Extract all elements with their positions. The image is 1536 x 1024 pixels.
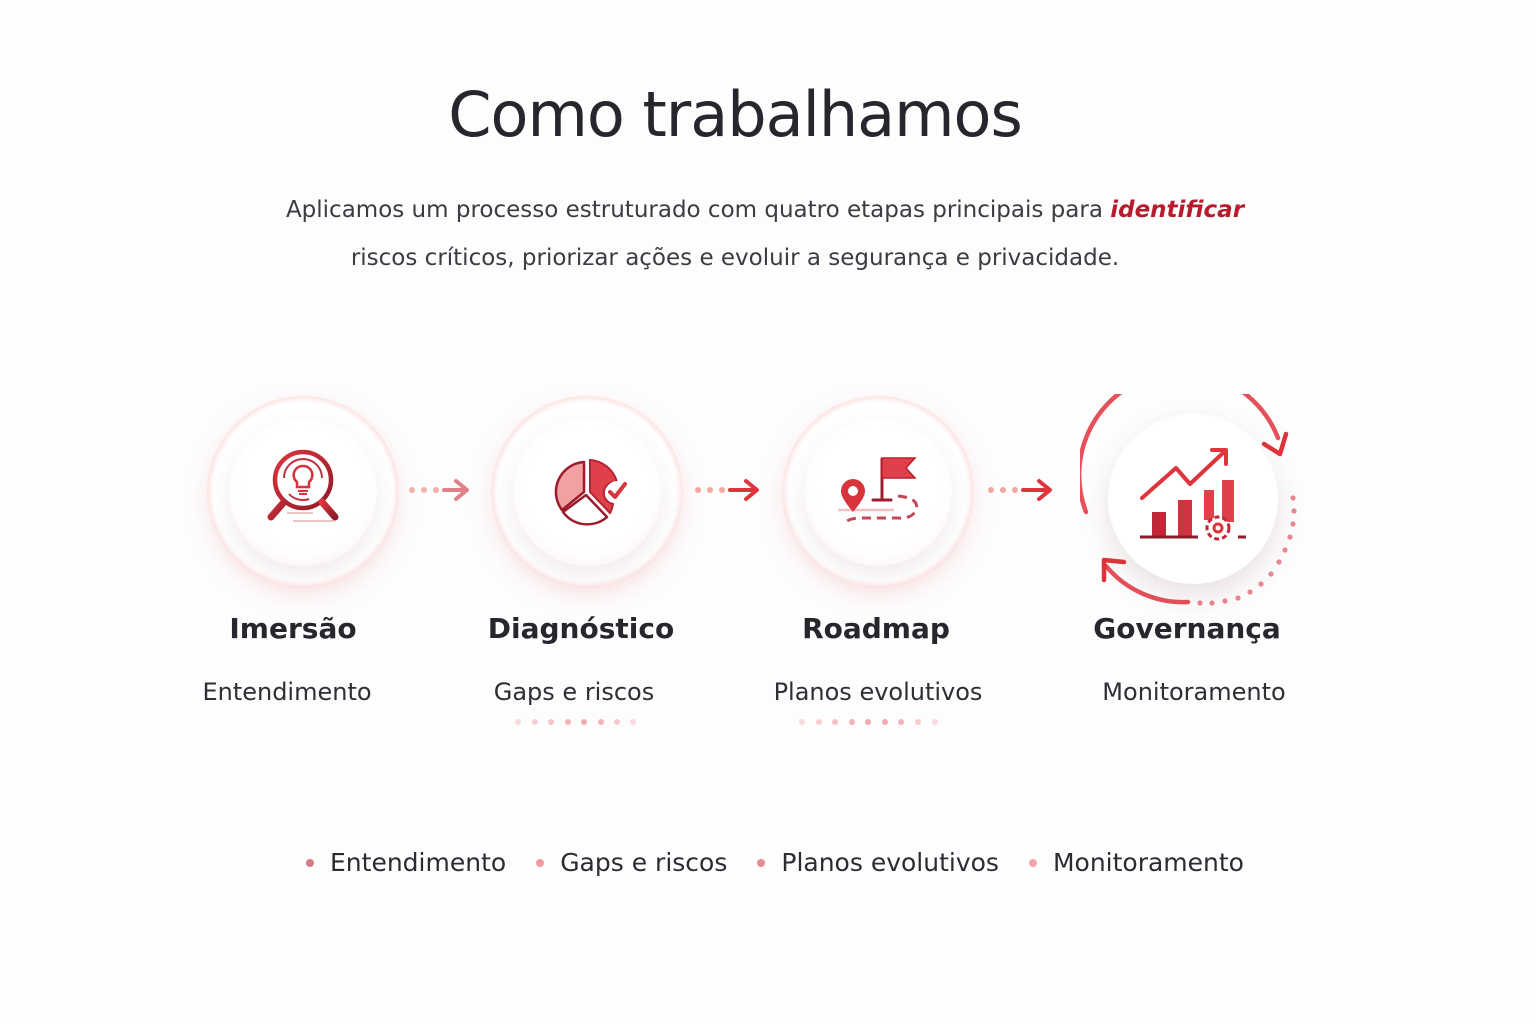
step-roadmap bbox=[782, 396, 982, 596]
intro-line-1: Aplicamos um processo estruturado com qu… bbox=[0, 186, 1530, 234]
highlighted-word: identificar bbox=[1110, 197, 1245, 223]
intro-paragraph: Aplicamos um processo estruturado com qu… bbox=[0, 186, 1530, 282]
arrow-right-icon bbox=[409, 479, 469, 501]
legend-item: Gaps e riscos bbox=[536, 848, 727, 877]
step-title: Roadmap bbox=[802, 612, 950, 645]
page-title: Como trabalhamos bbox=[448, 78, 1023, 151]
growth-chart-gear-icon bbox=[1140, 448, 1246, 541]
bullet-dot-icon bbox=[306, 858, 315, 867]
step-imersao bbox=[207, 396, 407, 596]
bullet-dot-icon bbox=[1028, 858, 1037, 867]
intro-text: Aplicamos um processo estruturado com qu… bbox=[285, 197, 1111, 223]
step-title: Imersão bbox=[229, 612, 357, 645]
bullet-dot-icon bbox=[536, 858, 545, 867]
step-subtitle: Entendimento bbox=[202, 678, 372, 706]
step-subtitle: Gaps e riscos bbox=[493, 678, 655, 706]
dotted-divider bbox=[799, 719, 938, 725]
bullet-dot-icon bbox=[757, 858, 766, 867]
intro-line-2: riscos críticos, priorizar ações e evolu… bbox=[350, 245, 1120, 271]
step-inner-circle bbox=[1108, 414, 1278, 584]
step-governanca bbox=[1080, 394, 1306, 610]
legend-label: Monitoramento bbox=[1052, 848, 1244, 877]
legend-label: Entendimento bbox=[330, 848, 507, 877]
step-subtitle: Planos evolutivos bbox=[773, 678, 983, 706]
step-inner-circle bbox=[804, 418, 952, 566]
legend-label: Planos evolutivos bbox=[781, 848, 999, 877]
arrow-right-icon bbox=[988, 479, 1052, 501]
legend: Entendimento Gaps e riscos Planos evolut… bbox=[0, 848, 1536, 877]
step-subtitle: Monitoramento bbox=[1102, 678, 1286, 706]
pie-chart-check-icon bbox=[554, 458, 628, 526]
step-title: Diagnóstico bbox=[487, 612, 675, 645]
step-diagnostico bbox=[491, 396, 691, 596]
map-pin-flag-route-icon bbox=[838, 457, 919, 524]
cycle-arrows-icon bbox=[1080, 394, 1297, 606]
legend-item: Planos evolutivos bbox=[757, 848, 999, 877]
step-inner-circle bbox=[513, 418, 661, 566]
magnifier-lightbulb-icon bbox=[267, 449, 339, 522]
legend-item: Entendimento bbox=[306, 848, 506, 877]
step-title: Governança bbox=[1093, 612, 1281, 645]
dotted-divider bbox=[515, 719, 636, 725]
legend-label: Gaps e riscos bbox=[560, 848, 728, 877]
legend-item: Monitoramento bbox=[1028, 848, 1244, 877]
arrow-right-icon bbox=[695, 479, 759, 501]
